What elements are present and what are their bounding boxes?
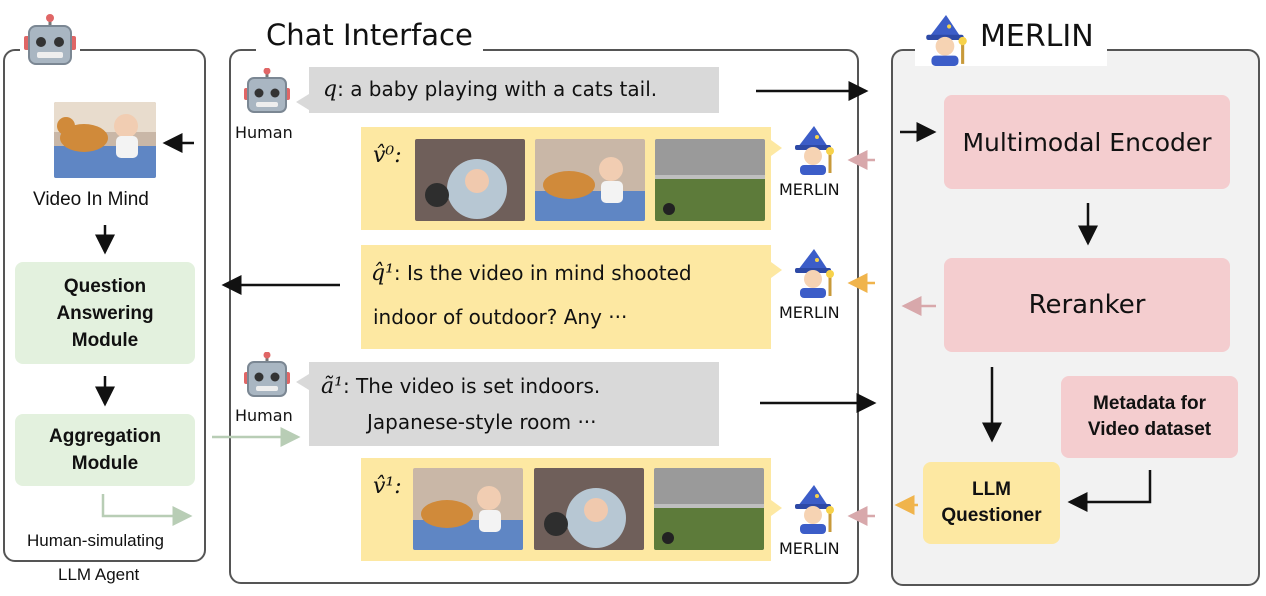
- question-answering-module: Question Answering Module: [15, 262, 195, 364]
- llm-questioner-label: LLM Questioner: [941, 479, 1042, 526]
- merlin-wizard-icon-3: [790, 484, 838, 534]
- a1-symbol: ã¹: [321, 374, 343, 399]
- human-robot-icon-2: [243, 352, 291, 402]
- metadata-box: Metadata for Video dataset: [1061, 376, 1238, 458]
- aggregation-module-label: Aggregation Module: [49, 426, 161, 474]
- merlin-label-2: MERLIN: [779, 303, 840, 322]
- reranker-box: Reranker: [944, 258, 1230, 352]
- a1-line1: : The video is set indoors.: [342, 374, 601, 398]
- agent-label-line2: LLM Agent: [58, 565, 140, 584]
- v0-bubble-tail: [771, 140, 782, 156]
- video-thumbnail-v1-1: [413, 468, 523, 550]
- a1-line2: Japanese-style room ···: [367, 410, 597, 434]
- v1-symbol: v̂¹:: [373, 474, 402, 499]
- reranker-label: Reranker: [1028, 290, 1146, 320]
- query-bubble-tail: [296, 94, 309, 110]
- robot-icon: [20, 14, 80, 70]
- question-bubble-q1: q̂¹: Is the video in mind shooted indoor…: [361, 245, 771, 349]
- agent-panel: [3, 49, 206, 562]
- merlin-wizard-icon-2: [790, 248, 838, 298]
- merlin-label-3: MERLIN: [779, 539, 840, 558]
- video-thumbnail-v0-2: [535, 139, 645, 221]
- merlin-title-wizard-icon: [920, 14, 972, 66]
- q1-symbol: q̂¹: [371, 261, 394, 286]
- multimodal-encoder-box: Multimodal Encoder: [944, 95, 1230, 189]
- video-thumbnail-v1-2: [534, 468, 644, 550]
- agent-label-box: [17, 528, 193, 556]
- human-robot-icon: [243, 68, 291, 118]
- retrieval-bubble-v0: v̂⁰:: [361, 127, 771, 230]
- query-symbol: q: [323, 77, 338, 102]
- arrow-metadata-to-questioner: [1067, 470, 1152, 512]
- v0-symbol: v̂⁰:: [373, 143, 402, 168]
- answer-bubble-tail: [296, 374, 309, 390]
- agent-label-line1: Human-simulating: [27, 531, 164, 550]
- merlin-label-1: MERLIN: [779, 180, 840, 199]
- video-in-mind-label: Video In Mind: [33, 189, 149, 210]
- retrieval-bubble-v1: v̂¹:: [361, 458, 771, 561]
- llm-questioner-box: LLM Questioner: [923, 462, 1060, 544]
- chat-panel: [229, 49, 859, 584]
- q1-line1: : Is the video in mind shooted: [393, 261, 692, 285]
- answer-bubble-a1: ã¹: The video is set indoors. Japanese-s…: [309, 362, 719, 446]
- merlin-wizard-icon-1: [790, 125, 838, 175]
- video-thumbnail-v0-3: [655, 139, 765, 221]
- video-in-mind-thumbnail: [54, 102, 156, 178]
- metadata-label: Metadata for Video dataset: [1087, 393, 1212, 440]
- human-label: Human: [235, 123, 293, 142]
- arrow-aggregation-to-agent: [101, 494, 193, 526]
- q1-line2: indoor of outdoor? Any ···: [373, 305, 628, 329]
- query-bubble: q: a baby playing with a cats tail.: [309, 67, 719, 113]
- chat-panel-title: Chat Interface: [256, 18, 483, 52]
- video-thumbnail-v1-3: [654, 468, 764, 550]
- query-text: : a baby playing with a cats tail.: [337, 77, 658, 101]
- human-label-2: Human: [235, 406, 293, 425]
- multimodal-encoder-label: Multimodal Encoder: [962, 127, 1212, 157]
- v1-bubble-tail: [771, 500, 782, 516]
- aggregation-module: Aggregation Module: [15, 414, 195, 486]
- merlin-panel-title: MERLIN: [980, 19, 1094, 54]
- q1-bubble-tail: [771, 262, 782, 278]
- video-thumbnail-v0-1: [415, 139, 525, 221]
- question-answering-module-label: Question Answering Module: [56, 275, 154, 351]
